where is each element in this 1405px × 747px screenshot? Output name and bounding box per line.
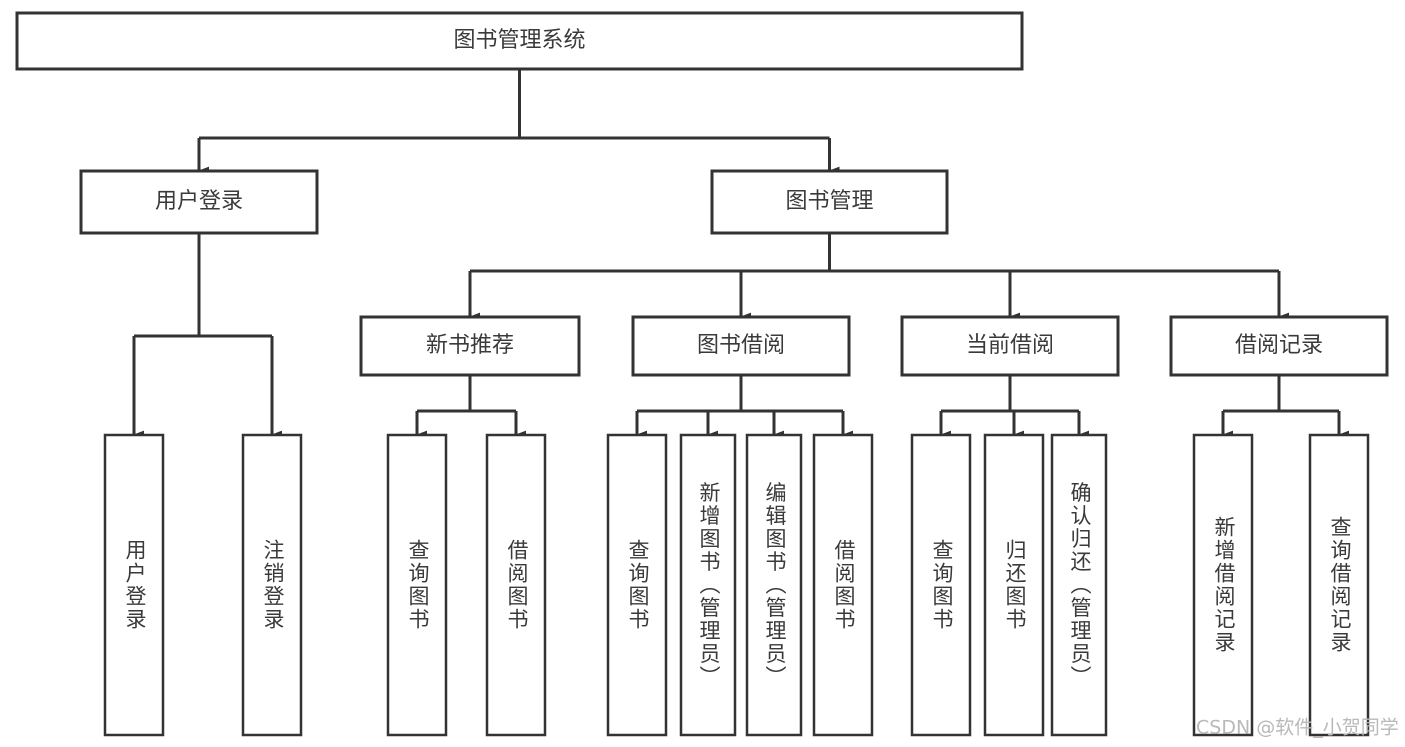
node-box	[745, 433, 803, 737]
node-box	[1169, 315, 1389, 377]
node-layer: 图书管理系统用户登录用户登录注销登录图书管理新书推荐查询图书借阅图书图书借阅查询…	[15, 11, 1389, 737]
node-label: 确认归还（管理员）	[1068, 482, 1092, 689]
node-label: 查询图书	[930, 539, 954, 631]
node-root[interactable]: 图书管理系统	[15, 11, 1024, 71]
node-label: 当前借阅	[966, 333, 1054, 358]
node-box	[812, 433, 874, 737]
node-user-logout-leaf[interactable]: 注销登录	[241, 433, 303, 737]
connector-layer	[132, 69, 1349, 440]
node-edit-book-admin[interactable]: 编辑图书（管理员）	[745, 433, 803, 737]
node-label: 图书借阅	[697, 333, 785, 358]
node-label: 查询图书	[406, 539, 430, 631]
node-box	[679, 433, 737, 737]
node-confirm-return-admin[interactable]: 确认归还（管理员）	[1050, 433, 1108, 737]
node-book-manage[interactable]: 图书管理	[710, 169, 949, 235]
csdn-watermark: CSDN @软件_小贺同学	[1196, 717, 1399, 739]
node-label: 借阅图书	[505, 539, 529, 631]
node-label: 查询借阅记录	[1328, 516, 1352, 654]
node-box	[386, 433, 448, 737]
node-label: 编辑图书（管理员）	[763, 482, 787, 689]
node-box	[1050, 433, 1108, 737]
node-label: 归还图书	[1003, 539, 1027, 631]
node-box	[606, 433, 668, 737]
node-current-borrow[interactable]: 当前借阅	[900, 315, 1120, 377]
node-label: 新书推荐	[426, 333, 514, 358]
node-label: 查询图书	[626, 539, 650, 631]
node-borrow-book-2[interactable]: 借阅图书	[812, 433, 874, 737]
node-label: 借阅图书	[832, 539, 856, 631]
node-label: 新增借阅记录	[1212, 516, 1236, 654]
node-query-book-3[interactable]: 查询图书	[910, 433, 972, 737]
node-label: 图书管理	[785, 189, 873, 214]
node-box	[1308, 433, 1370, 737]
node-user-login[interactable]: 用户登录	[79, 169, 319, 235]
node-user-login-leaf[interactable]: 用户登录	[103, 433, 165, 737]
node-box	[910, 433, 972, 737]
node-box	[1192, 433, 1254, 737]
node-box	[79, 169, 319, 235]
node-return-book[interactable]: 归还图书	[983, 433, 1045, 737]
node-add-borrow-record[interactable]: 新增借阅记录	[1192, 433, 1254, 737]
node-query-book-1[interactable]: 查询图书	[386, 433, 448, 737]
node-box	[710, 169, 949, 235]
node-borrow-record[interactable]: 借阅记录	[1169, 315, 1389, 377]
node-label: 借阅记录	[1235, 333, 1323, 358]
node-new-book-recommend[interactable]: 新书推荐	[359, 315, 581, 377]
node-box	[103, 433, 165, 737]
node-label: 新增图书（管理员）	[697, 482, 721, 689]
node-label: 图书管理系统	[453, 28, 585, 53]
node-box	[241, 433, 303, 737]
node-query-book-2[interactable]: 查询图书	[606, 433, 668, 737]
node-box	[631, 315, 851, 377]
node-box	[485, 433, 547, 737]
node-box	[359, 315, 581, 377]
node-box	[15, 11, 1024, 71]
node-add-book-admin[interactable]: 新增图书（管理员）	[679, 433, 737, 737]
node-query-borrow-record[interactable]: 查询借阅记录	[1308, 433, 1370, 737]
node-book-borrow[interactable]: 图书借阅	[631, 315, 851, 377]
node-borrow-book-1[interactable]: 借阅图书	[485, 433, 547, 737]
node-label: 用户登录	[155, 189, 243, 214]
node-box	[983, 433, 1045, 737]
node-label: 注销登录	[261, 539, 285, 631]
node-label: 用户登录	[123, 539, 147, 631]
node-box	[900, 315, 1120, 377]
